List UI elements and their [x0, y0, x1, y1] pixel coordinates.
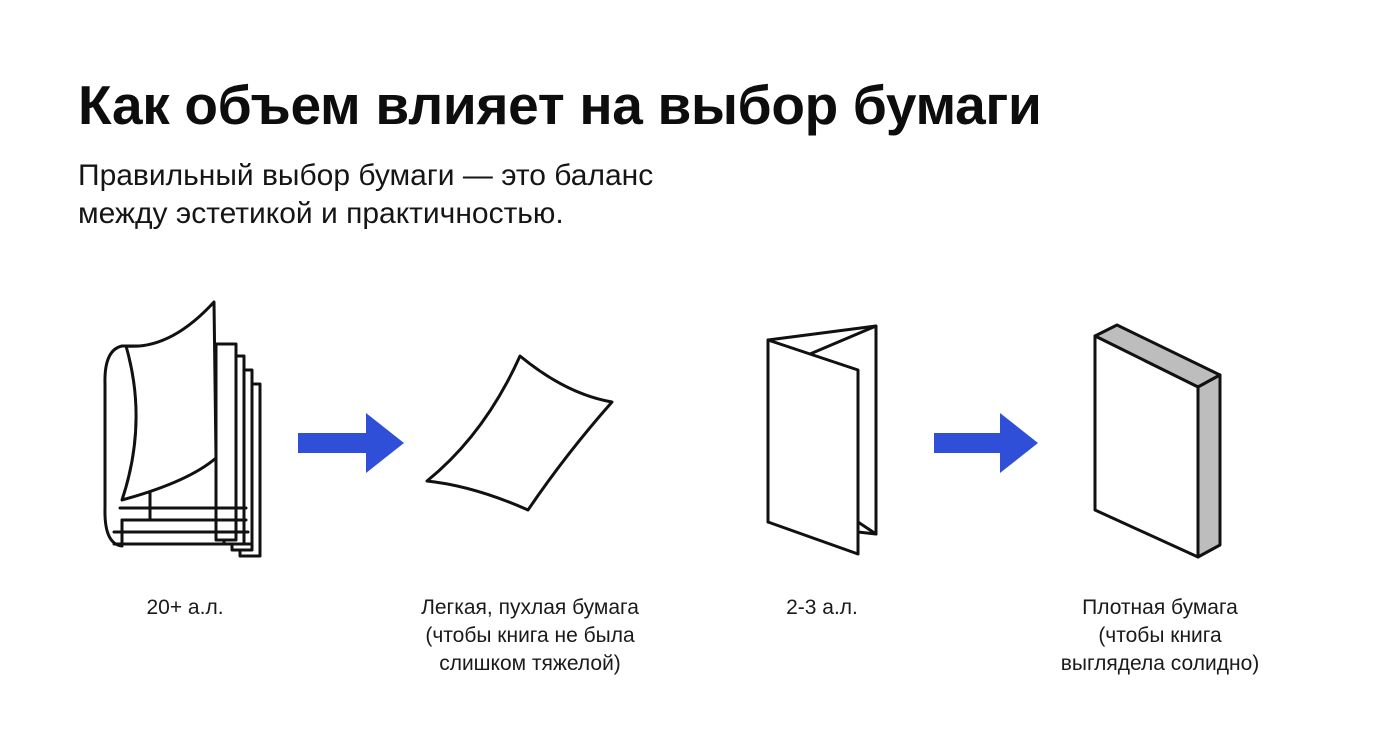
- caption-line: выглядела солидно): [1060, 652, 1260, 675]
- arrow-shape: [298, 413, 404, 473]
- subtitle-line: между эстетикой и практичностью.: [78, 197, 564, 230]
- arrow-right-icon: [934, 413, 1038, 473]
- dense-block-icon: [1093, 323, 1222, 559]
- caption-thick-book: 20+ а.л.: [95, 594, 275, 622]
- caption-line: Плотная бумага: [1082, 596, 1238, 619]
- caption-line: Легкая, пухлая бумага: [421, 596, 639, 619]
- caption-line: (чтобы книга: [1098, 624, 1222, 647]
- light-paper-sheet-icon: [425, 354, 614, 512]
- arrow-right-icon: [298, 413, 404, 473]
- caption-folded-booklet: 2-3 а.л.: [742, 594, 902, 622]
- caption-line: 2-3 а.л.: [786, 596, 858, 619]
- caption-line: 20+ а.л.: [146, 596, 224, 619]
- page-subtitle: Правильный выбор бумаги — это баланс меж…: [78, 157, 653, 233]
- arrow-shape: [934, 413, 1038, 473]
- page-title: Как объем влияет на выбор бумаги: [78, 74, 1042, 136]
- folded-booklet-icon: [766, 324, 878, 556]
- caption-line: слишком тяжелой): [439, 652, 621, 675]
- caption-dense-block: Плотная бумага (чтобы книга выглядела со…: [1010, 594, 1310, 678]
- caption-line: (чтобы книга не была: [425, 624, 635, 647]
- caption-light-paper: Легкая, пухлая бумага (чтобы книга не бы…: [380, 594, 680, 678]
- thick-book-icon: [103, 300, 262, 558]
- subtitle-line: Правильный выбор бумаги — это баланс: [78, 159, 654, 192]
